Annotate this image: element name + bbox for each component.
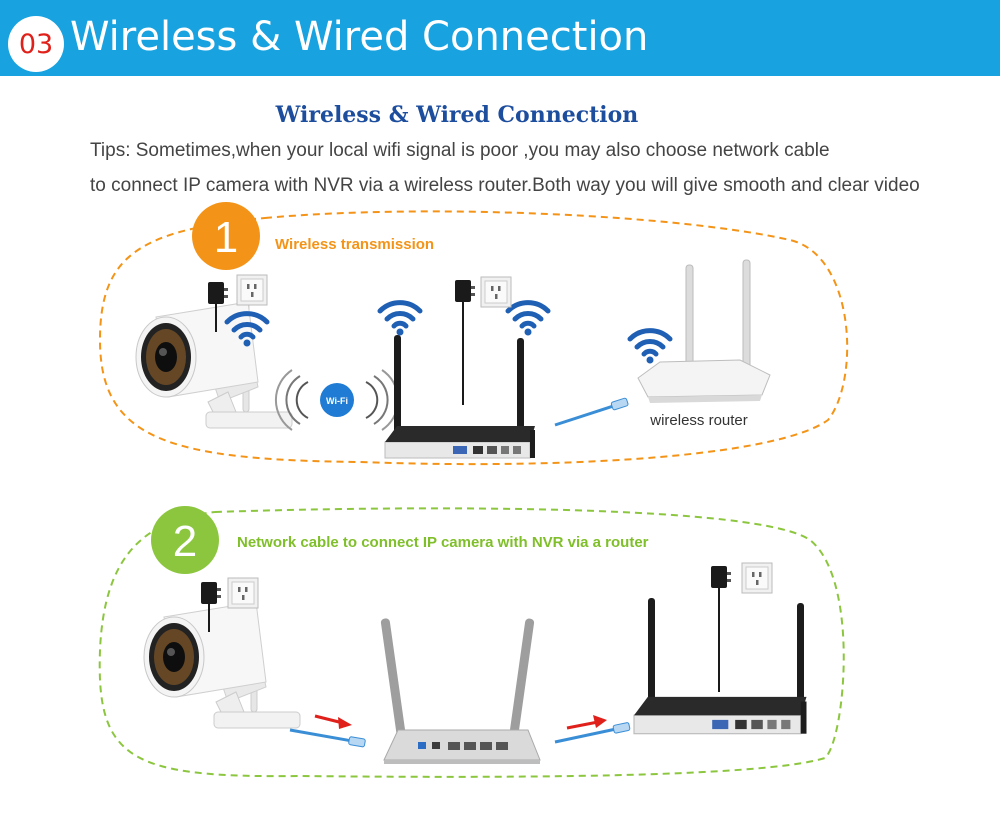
header-title: Wireless & Wired Connection [70,14,649,60]
wifi-signal-badge: Wi-Fi [274,369,400,431]
connection-diagram: 1 Wireless transmission Wi-Fi wireless r… [98,202,849,778]
power-adapter-icon [208,282,228,304]
power-outlet-icon [480,276,512,308]
tips-line-1: Tips: Sometimes,when your local wifi sig… [90,140,830,161]
section-2-label: Network cable to connect IP camera with … [237,534,649,551]
network-cable-icon [552,396,631,431]
section-1-border [98,210,849,466]
nvr-antenna-left-icon [647,598,656,712]
section-2-number-circle [151,506,219,574]
power-adapter-icon [711,566,731,588]
header-number-badge: 03 [8,16,64,72]
power-adapter-icon [201,582,221,604]
power-adapter-icon [455,280,475,302]
header-banner: 03 Wireless & Wired Connection [0,0,1000,76]
section-2-number: 2 [173,517,197,566]
section-1-number: 1 [214,213,238,262]
wifi-icon [508,303,548,336]
network-cable-icon [552,720,632,748]
router-label: wireless router [649,412,748,429]
wireless-router [637,259,771,403]
network-cable-icon [287,724,368,749]
power-outlet-icon [741,562,773,594]
section-1-number-circle [192,202,260,270]
section-2-border [98,507,845,778]
wifi-icon [630,331,670,364]
power-outlet-icon [236,274,268,306]
power-outlet-icon [227,577,259,609]
wifi-badge-text: Wi-Fi [326,396,348,406]
router [380,618,541,764]
ip-camera-wired [143,581,301,729]
arrow-right-icon [566,715,607,730]
diagram-title: Wireless & Wired Connection [275,102,639,128]
wifi-icon [380,303,420,336]
nvr-recorder [633,696,808,735]
section-1-label: Wireless transmission [275,236,434,253]
nvr-recorder [384,425,536,459]
arrow-right-icon [314,714,352,729]
tips-line-2: to connect IP camera with NVR via a wire… [90,175,920,196]
